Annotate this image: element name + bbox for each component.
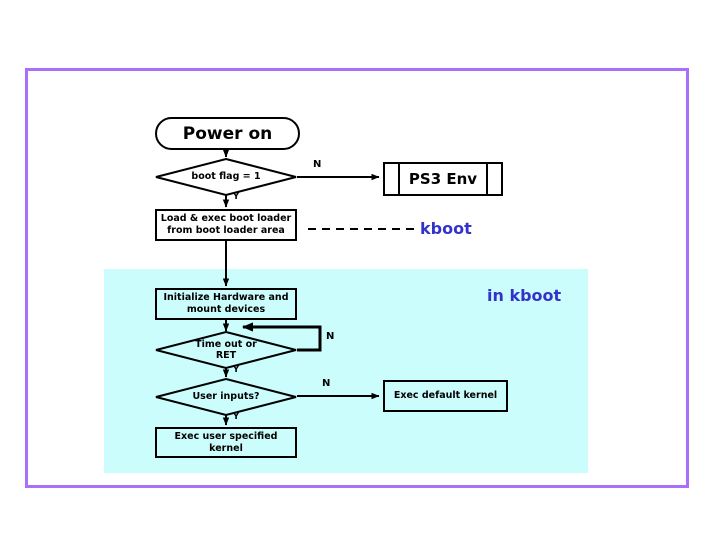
node-power-on-label: Power on bbox=[182, 123, 273, 144]
label-in-kboot: in kboot bbox=[487, 286, 562, 305]
node-user-inputs-decision[interactable]: User inputs? bbox=[155, 377, 297, 417]
node-timeout-or-ret-decision[interactable]: Time out or RET bbox=[155, 330, 297, 370]
node-ps3-env-label: PS3 Env bbox=[408, 170, 478, 188]
node-load-exec-boot-loader[interactable]: Load & exec boot loader from boot loader… bbox=[155, 209, 297, 241]
node-exec-default-kernel-label: Exec default kernel bbox=[393, 390, 498, 402]
node-initialize-hardware-line2: mount devices bbox=[186, 304, 266, 315]
edge-label-user-inputs-no: N bbox=[322, 378, 331, 389]
node-initialize-hardware-line1: Initialize Hardware and bbox=[163, 292, 289, 304]
in-kboot-region bbox=[104, 269, 588, 473]
label-kboot: kboot bbox=[420, 219, 472, 238]
node-ps3-env[interactable]: PS3 Env bbox=[383, 162, 503, 196]
node-power-on[interactable]: Power on bbox=[155, 117, 300, 150]
node-exec-user-specified-kernel[interactable]: Exec user specified kernel bbox=[155, 427, 297, 458]
edge-label-boot-flag-yes: Y bbox=[233, 192, 240, 202]
edge-label-boot-flag-no: N bbox=[313, 159, 322, 170]
node-exec-default-kernel[interactable]: Exec default kernel bbox=[383, 380, 508, 412]
slide-frame-border bbox=[25, 68, 689, 488]
node-exec-user-specified-kernel-label: Exec user specified kernel bbox=[174, 430, 278, 454]
node-initialize-hardware[interactable]: Initialize Hardware and mount devices bbox=[155, 288, 297, 320]
predefined-left-bar bbox=[398, 164, 400, 194]
edge-label-timeout-yes: Y bbox=[233, 365, 240, 375]
edge-label-user-inputs-yes: Y bbox=[233, 412, 240, 422]
node-load-exec-boot-loader-line2: from boot loader area bbox=[167, 225, 285, 236]
node-boot-flag-decision[interactable]: boot flag = 1 bbox=[155, 157, 297, 197]
edge-label-timeout-no: N bbox=[326, 331, 335, 342]
node-load-exec-boot-loader-line1: Load & exec boot loader bbox=[160, 213, 292, 225]
predefined-right-bar bbox=[486, 164, 488, 194]
